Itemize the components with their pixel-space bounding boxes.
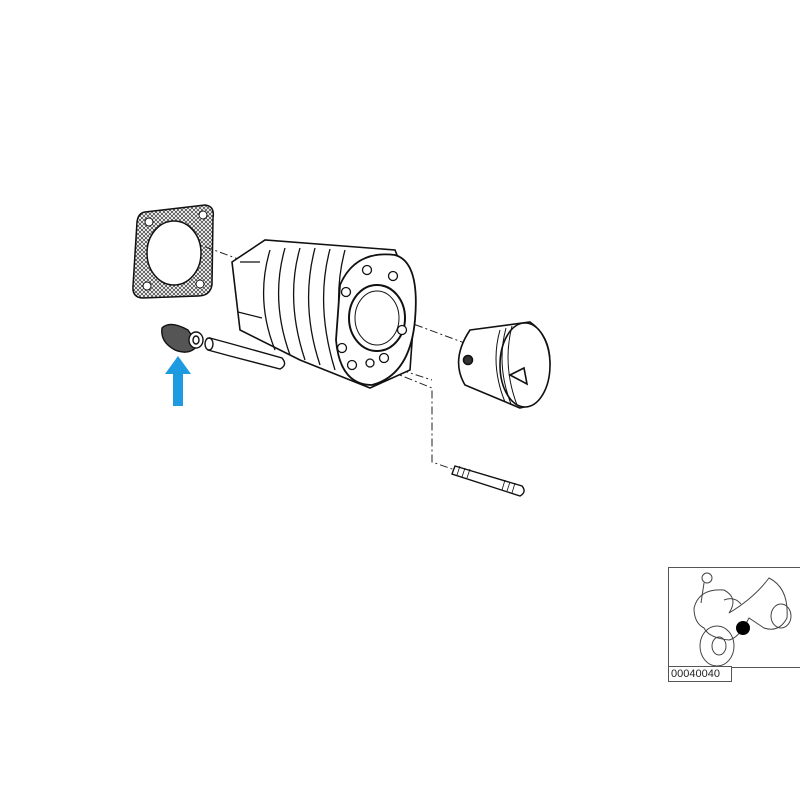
motorcycle-locator-inset [668,567,800,668]
motorcycle-outline-icon [693,572,792,667]
gasket[interactable] [132,204,215,299]
diagram-code-label: 00040040 [668,666,732,682]
stud[interactable] [451,465,525,497]
rubber-bushing[interactable] [161,323,204,353]
cylinder[interactable] [231,239,417,389]
dowel-pin[interactable] [204,337,286,370]
piston[interactable] [457,321,551,409]
highlight-arrow-icon [165,356,191,406]
